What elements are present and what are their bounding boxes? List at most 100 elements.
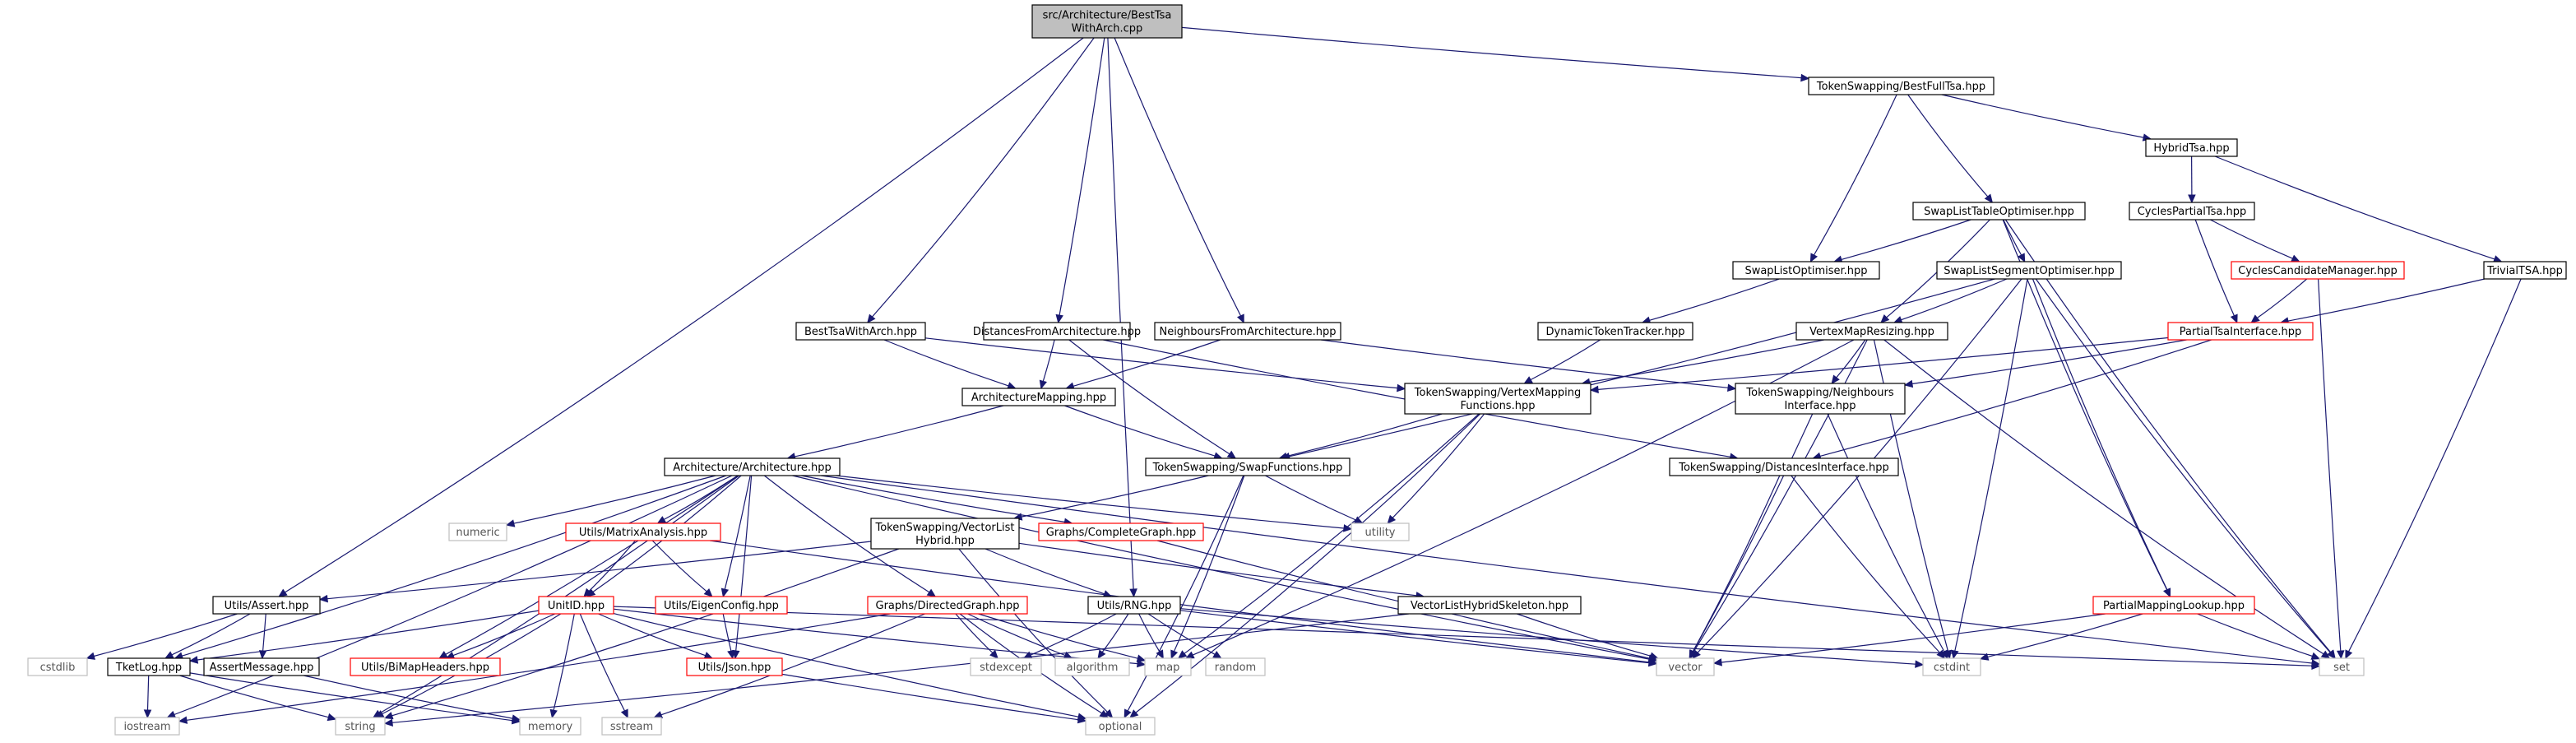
node-label: HybridTsa.hpp — [2153, 142, 2229, 155]
node-matrix[interactable]: Utils/MatrixAnalysis.hpp — [565, 522, 721, 541]
node-bimap[interactable]: Utils/BiMapHeaders.hpp — [350, 657, 501, 676]
edge-swapfunc-to-map — [1170, 475, 1245, 660]
node-set[interactable]: set — [2319, 657, 2365, 676]
edge-unitid-to-sstream — [579, 613, 628, 719]
edge-besttsa-to-vmfunc — [924, 337, 1406, 392]
node-swapopt[interactable]: SwapListOptimiser.hpp — [1732, 261, 1880, 280]
node-string[interactable]: string — [335, 717, 386, 736]
node-assert[interactable]: Utils/Assert.hpp — [212, 596, 321, 615]
node-arch[interactable]: Architecture/Architecture.hpp — [664, 457, 841, 476]
node-box — [27, 657, 88, 676]
node-random[interactable]: random — [1205, 657, 1266, 676]
node-eigen[interactable]: Utils/EigenConfig.hpp — [655, 596, 788, 615]
node-cstdint[interactable]: cstdint — [1922, 657, 1981, 676]
node-hybrid[interactable]: HybridTsa.hpp — [2145, 138, 2238, 157]
node-rng[interactable]: Utils/RNG.hpp — [1087, 596, 1181, 615]
node-besttsa[interactable]: BestTsaWithArch.hpp — [795, 322, 926, 341]
node-cyclespartial[interactable]: CyclesPartialTsa.hpp — [2129, 202, 2255, 221]
node-vlhybrid[interactable]: TokenSwapping/VectorListHybrid.hpp — [870, 518, 1020, 550]
node-cstdlib[interactable]: cstdlib — [27, 657, 88, 676]
node-complete[interactable]: Graphs/CompleteGraph.hpp — [1038, 522, 1204, 541]
node-box — [1054, 657, 1130, 676]
node-box — [1922, 657, 1981, 676]
node-label: src/Architecture/BestTsa — [1043, 10, 1172, 22]
node-assertmsg[interactable]: AssertMessage.hpp — [203, 657, 320, 676]
node-box — [1154, 322, 1341, 341]
edge-bestfull-to-swapopt — [1809, 94, 1897, 263]
edge-neighiface-to-cstdint — [1827, 413, 1948, 660]
edge-unitid-to-tketlog — [188, 610, 540, 664]
node-root[interactable]: src/Architecture/BestTsaWithArch.cpp — [1031, 4, 1183, 39]
node-dyntoken[interactable]: DynamicTokenTracker.hpp — [1537, 322, 1693, 341]
edge-distfrom-to-swapfunc — [1068, 339, 1237, 459]
edge-bestfull-to-swaptable — [1907, 94, 1994, 203]
node-vlskel[interactable]: VectorListHybridSkeleton.hpp — [1397, 596, 1582, 615]
edge-cyclespartial-to-partialtsa — [2194, 219, 2238, 324]
node-box — [1145, 457, 1351, 476]
node-map[interactable]: map — [1144, 657, 1192, 676]
node-box — [2319, 657, 2365, 676]
node-distiface[interactable]: TokenSwapping/DistancesInterface.hpp — [1669, 457, 1899, 476]
node-trivial[interactable]: TrivialTSA.hpp — [2483, 261, 2567, 280]
node-cyclescand[interactable]: CyclesCandidateManager.hpp — [2231, 261, 2405, 280]
node-utility[interactable]: utility — [1351, 522, 1410, 541]
node-label: iostream — [123, 721, 170, 733]
edge-vlhybrid-to-optional — [958, 548, 1114, 718]
node-neighfrom[interactable]: NeighboursFromArchitecture.hpp — [1154, 322, 1341, 341]
node-unitid[interactable]: UnitID.hpp — [538, 596, 614, 615]
edge-swapfunc-to-vlhybrid — [1012, 475, 1209, 521]
edge-swapopt-to-dyntoken — [1641, 278, 1780, 324]
node-box — [1397, 596, 1582, 615]
node-label: Hybrid.hpp — [915, 535, 975, 547]
node-json[interactable]: Utils/Json.hpp — [686, 657, 783, 676]
edge-swapseg-to-pmlookup — [2032, 278, 2171, 598]
node-label: cstdint — [1934, 662, 1970, 674]
node-algorithm[interactable]: algorithm — [1054, 657, 1130, 676]
edge-vlhybrid-to-assert — [318, 541, 872, 603]
node-swapseg[interactable]: SwapListSegmentOptimiser.hpp — [1936, 261, 2122, 280]
node-stdexcept[interactable]: stdexcept — [970, 657, 1042, 676]
node-vector[interactable]: vector — [1656, 657, 1715, 676]
node-optional[interactable]: optional — [1085, 717, 1156, 736]
node-label: TokenSwapping/VectorList — [875, 522, 1015, 534]
edge-root-to-besttsa — [867, 37, 1095, 323]
edge-rng-to-vector — [1179, 610, 1658, 667]
edge-assert-to-cstdlib — [86, 613, 238, 660]
edge-neighfrom-to-neighiface — [1321, 339, 1737, 392]
node-iostream[interactable]: iostream — [114, 717, 180, 736]
node-label: Utils/BiMapHeaders.hpp — [361, 662, 489, 674]
node-label: Functions.hpp — [1461, 400, 1536, 412]
node-swaptable[interactable]: SwapListTableOptimiser.hpp — [1912, 202, 2086, 221]
node-pmlookup[interactable]: PartialMappingLookup.hpp — [2092, 596, 2255, 615]
edge-vmresize-to-neighiface — [1831, 339, 1866, 384]
node-tketlog[interactable]: TketLog.hpp — [107, 657, 191, 676]
node-label: TokenSwapping/BestFullTsa.hpp — [1816, 81, 1985, 93]
edge-swapseg-to-vmresize — [1893, 278, 2008, 324]
node-label: TokenSwapping/SwapFunctions.hpp — [1152, 462, 1343, 474]
edge-eigen-to-json — [722, 613, 735, 660]
node-numeric[interactable]: numeric — [448, 522, 507, 541]
node-archmap[interactable]: ArchitectureMapping.hpp — [961, 388, 1116, 406]
node-label: SwapListTableOptimiser.hpp — [1924, 206, 2074, 218]
node-bestfull[interactable]: TokenSwapping/BestFullTsa.hpp — [1808, 77, 1995, 95]
node-directed[interactable]: Graphs/DirectedGraph.hpp — [867, 596, 1028, 615]
node-partialtsa[interactable]: PartialTsaInterface.hpp — [2167, 322, 2314, 341]
node-memory[interactable]: memory — [519, 717, 581, 736]
edge-unitid-to-bimap — [445, 613, 556, 659]
edge-tketlog-to-string — [179, 675, 337, 722]
edge-vlskel-to-string — [383, 613, 1409, 727]
node-box — [1936, 261, 2122, 280]
edge-unitid-to-set — [613, 606, 2321, 670]
node-distfrom[interactable]: DistancesFromArchitecture.hpp — [973, 322, 1141, 341]
edge-neighfrom-to-archmap — [1065, 339, 1221, 390]
node-vmresize[interactable]: VertexMapResizing.hpp — [1795, 322, 1948, 341]
edges-layer — [86, 26, 2522, 727]
node-box — [664, 457, 841, 476]
edge-arch-to-directed — [763, 475, 937, 597]
node-box — [565, 522, 721, 541]
node-swapfunc[interactable]: TokenSwapping/SwapFunctions.hpp — [1145, 457, 1351, 476]
node-sstream[interactable]: sstream — [601, 717, 662, 736]
